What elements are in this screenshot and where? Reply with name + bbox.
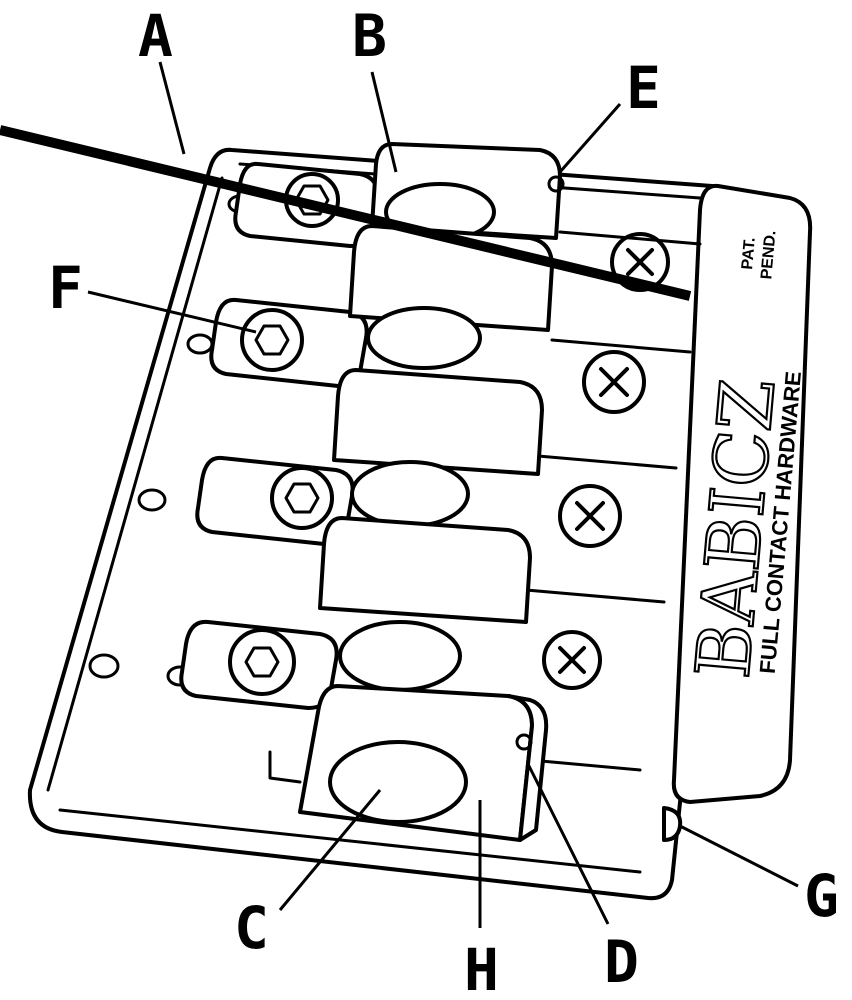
- front-saddle-side: [506, 694, 549, 842]
- label-f: F: [48, 254, 83, 322]
- leader-e: [558, 103, 622, 173]
- label-a: A: [138, 2, 173, 70]
- screw-cross-icon: [626, 248, 654, 276]
- set-screw-e: [547, 175, 565, 193]
- label-e: E: [626, 54, 661, 122]
- saddle-bore: [366, 306, 482, 370]
- set-screw-d: [515, 733, 533, 751]
- hex-socket: [254, 324, 290, 356]
- hex-bolts: [228, 172, 340, 696]
- bass-string: [0, 125, 692, 301]
- screw-cross-icon: [599, 367, 629, 397]
- saddle-block: [318, 516, 532, 624]
- saddle-bore: [338, 620, 462, 692]
- saddle-bore-c: [328, 740, 468, 824]
- plate-hole: [88, 653, 120, 679]
- label-g: G: [804, 862, 839, 930]
- hex-bolt: [270, 466, 334, 530]
- label-h: H: [464, 936, 499, 1000]
- hex-socket: [244, 646, 280, 678]
- saddle-rail: [524, 230, 702, 772]
- side-screw-g: [662, 806, 683, 842]
- hex-bolt: [228, 628, 296, 696]
- leader-c: [278, 789, 382, 911]
- hex-bolt: [240, 308, 304, 372]
- saddle-block: [332, 368, 544, 476]
- patent-line-1: PAT.: [739, 237, 759, 271]
- leader-f: [87, 290, 257, 334]
- hex-socket: [284, 482, 320, 514]
- leader-g: [679, 824, 799, 888]
- patent-line-2: PEND.: [758, 230, 779, 280]
- saddles: [268, 142, 565, 842]
- saddle-rim: [268, 750, 302, 784]
- patent-group: PAT. PEND.: [739, 230, 779, 280]
- mounting-screws: [542, 232, 670, 690]
- screw-cross-icon: [558, 646, 586, 674]
- leader-b: [370, 71, 398, 173]
- part-labels: A B E F C H D G: [48, 2, 839, 1000]
- leader-a: [158, 61, 186, 155]
- saddle-bore: [350, 460, 470, 528]
- plate-hole: [137, 488, 167, 512]
- side-plate: [671, 183, 813, 804]
- leader-d: [526, 763, 610, 925]
- screw-cross-icon: [575, 501, 605, 531]
- leader-lines: [87, 61, 799, 928]
- label-b: B: [352, 2, 387, 70]
- label-c: C: [234, 894, 269, 962]
- label-d: D: [604, 928, 639, 996]
